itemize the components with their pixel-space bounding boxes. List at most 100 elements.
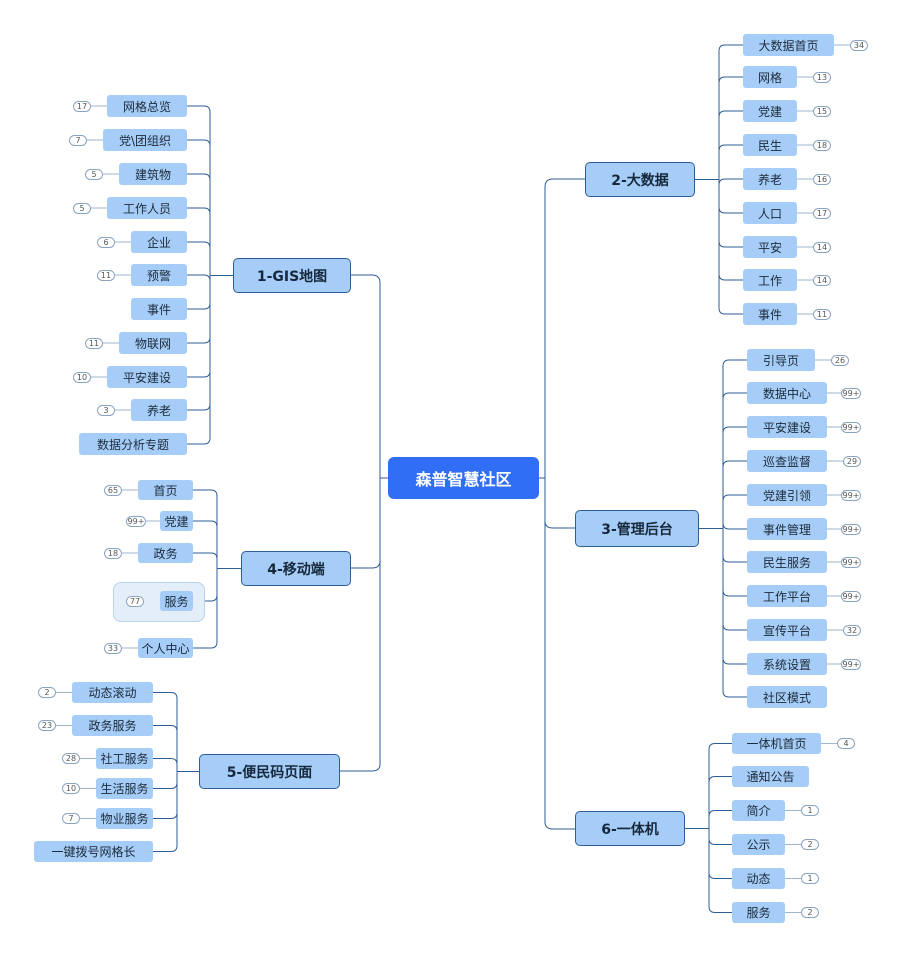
leaf-node-4-2[interactable]: 党建	[160, 511, 193, 531]
count-badge: 6	[97, 236, 115, 248]
leaf-node-1-5[interactable]: 企业	[131, 231, 187, 253]
branch-node-3[interactable]: 3-管理后台	[575, 510, 699, 547]
leaf-node-1-3[interactable]: 建筑物	[119, 163, 187, 185]
leaf-node-2-5[interactable]: 养老	[743, 168, 797, 190]
count-badge: 11	[85, 337, 103, 349]
leaf-node-1-1[interactable]: 网格总览	[107, 95, 187, 117]
leaf-node-3-4[interactable]: 巡查监督	[747, 450, 827, 472]
leaf-node-3-3[interactable]: 平安建设	[747, 416, 827, 438]
leaf-node-3-10[interactable]: 系统设置	[747, 653, 827, 675]
count-badge: 14	[813, 241, 831, 253]
leaf-node-2-8[interactable]: 工作	[743, 269, 797, 291]
leaf-node-5-2[interactable]: 政务服务	[72, 715, 153, 736]
leaf-node-2-6[interactable]: 人口	[743, 202, 797, 224]
root-node[interactable]: 森普智慧社区	[388, 457, 539, 499]
count-badge: 99+	[841, 658, 861, 670]
count-badge: 10	[73, 371, 91, 383]
count-badge: 17	[73, 100, 91, 112]
count-badge: 2	[801, 839, 819, 850]
count-badge: 11	[97, 269, 115, 281]
branch-node-5[interactable]: 5-便民码页面	[199, 754, 340, 789]
leaf-node-1-11[interactable]: 数据分析专题	[79, 433, 187, 455]
count-badge: 11	[813, 308, 831, 320]
count-badge: 26	[831, 354, 849, 366]
leaf-node-2-2[interactable]: 网格	[743, 66, 797, 88]
leaf-node-5-4[interactable]: 生活服务	[96, 778, 153, 799]
leaf-node-5-3[interactable]: 社工服务	[96, 748, 153, 769]
count-badge: 99+	[841, 556, 861, 568]
leaf-node-3-2[interactable]: 数据中心	[747, 382, 827, 404]
count-badge: 34	[850, 39, 868, 51]
count-badge: 99+	[841, 590, 861, 602]
leaf-node-4-3[interactable]: 政务	[138, 543, 193, 563]
count-badge: 65	[104, 484, 122, 496]
count-badge: 7	[69, 134, 87, 146]
count-badge: 16	[813, 173, 831, 185]
leaf-node-6-4[interactable]: 公示	[732, 834, 785, 855]
leaf-node-2-1[interactable]: 大数据首页	[743, 34, 834, 56]
count-badge: 23	[38, 720, 56, 731]
leaf-node-2-3[interactable]: 党建	[743, 100, 797, 122]
count-badge: 99+	[841, 523, 861, 535]
count-badge: 2	[801, 907, 819, 918]
count-badge: 5	[73, 202, 91, 214]
leaf-node-6-2[interactable]: 通知公告	[732, 766, 809, 787]
leaf-node-6-6[interactable]: 服务	[732, 902, 785, 923]
leaf-node-4-1[interactable]: 首页	[138, 480, 193, 500]
leaf-node-3-6[interactable]: 事件管理	[747, 518, 827, 540]
count-badge: 13	[813, 71, 831, 83]
count-badge: 1	[801, 873, 819, 884]
count-badge: 10	[62, 783, 80, 794]
leaf-node-5-5[interactable]: 物业服务	[96, 808, 153, 829]
leaf-node-1-9[interactable]: 平安建设	[107, 366, 187, 388]
leaf-node-1-7[interactable]: 事件	[131, 298, 187, 320]
count-badge: 5	[85, 168, 103, 180]
leaf-node-5-1[interactable]: 动态滚动	[72, 682, 153, 703]
count-badge: 33	[104, 642, 122, 654]
leaf-node-1-6[interactable]: 预警	[131, 264, 187, 286]
count-badge: 99+	[841, 421, 861, 433]
branch-node-2[interactable]: 2-大数据	[585, 162, 695, 197]
branch-node-4[interactable]: 4-移动端	[241, 551, 351, 586]
count-badge: 29	[843, 455, 861, 467]
leaf-node-3-9[interactable]: 宣传平台	[747, 619, 827, 641]
count-badge: 77	[126, 595, 144, 607]
leaf-node-4-5[interactable]: 个人中心	[138, 638, 193, 658]
branch-node-6[interactable]: 6-一体机	[575, 811, 685, 846]
count-badge: 18	[104, 547, 122, 559]
count-badge: 15	[813, 105, 831, 117]
leaf-node-1-10[interactable]: 养老	[131, 399, 187, 421]
leaf-node-3-5[interactable]: 党建引领	[747, 484, 827, 506]
leaf-node-1-2[interactable]: 党\团组织	[103, 129, 187, 151]
leaf-node-6-3[interactable]: 简介	[732, 800, 785, 821]
leaf-node-1-8[interactable]: 物联网	[119, 332, 187, 354]
leaf-node-3-7[interactable]: 民生服务	[747, 551, 827, 573]
count-badge: 18	[813, 139, 831, 151]
count-badge: 14	[813, 274, 831, 286]
leaf-node-6-1[interactable]: 一体机首页	[732, 733, 821, 754]
leaf-node-6-5[interactable]: 动态	[732, 868, 785, 889]
count-badge: 3	[97, 404, 115, 416]
leaf-node-1-4[interactable]: 工作人员	[107, 197, 187, 219]
count-badge: 1	[801, 805, 819, 816]
leaf-node-4-4[interactable]: 服务	[160, 591, 193, 611]
leaf-node-2-4[interactable]: 民生	[743, 134, 797, 156]
leaf-node-5-6[interactable]: 一键拨号网格长	[34, 841, 153, 862]
count-badge: 99+	[841, 387, 861, 399]
count-badge: 7	[62, 813, 80, 824]
count-badge: 2	[38, 687, 56, 698]
leaf-node-2-9[interactable]: 事件	[743, 303, 797, 325]
leaf-node-3-1[interactable]: 引导页	[747, 349, 815, 371]
count-badge: 32	[843, 624, 861, 636]
leaf-node-2-7[interactable]: 平安	[743, 236, 797, 258]
count-badge: 28	[62, 753, 80, 764]
count-badge: 99+	[841, 489, 861, 501]
leaf-node-3-8[interactable]: 工作平台	[747, 585, 827, 607]
count-badge: 4	[837, 738, 855, 749]
branch-node-1[interactable]: 1-GIS地图	[233, 258, 351, 293]
leaf-node-3-11[interactable]: 社区模式	[747, 686, 827, 708]
count-badge: 17	[813, 207, 831, 219]
count-badge: 99+	[126, 515, 146, 527]
